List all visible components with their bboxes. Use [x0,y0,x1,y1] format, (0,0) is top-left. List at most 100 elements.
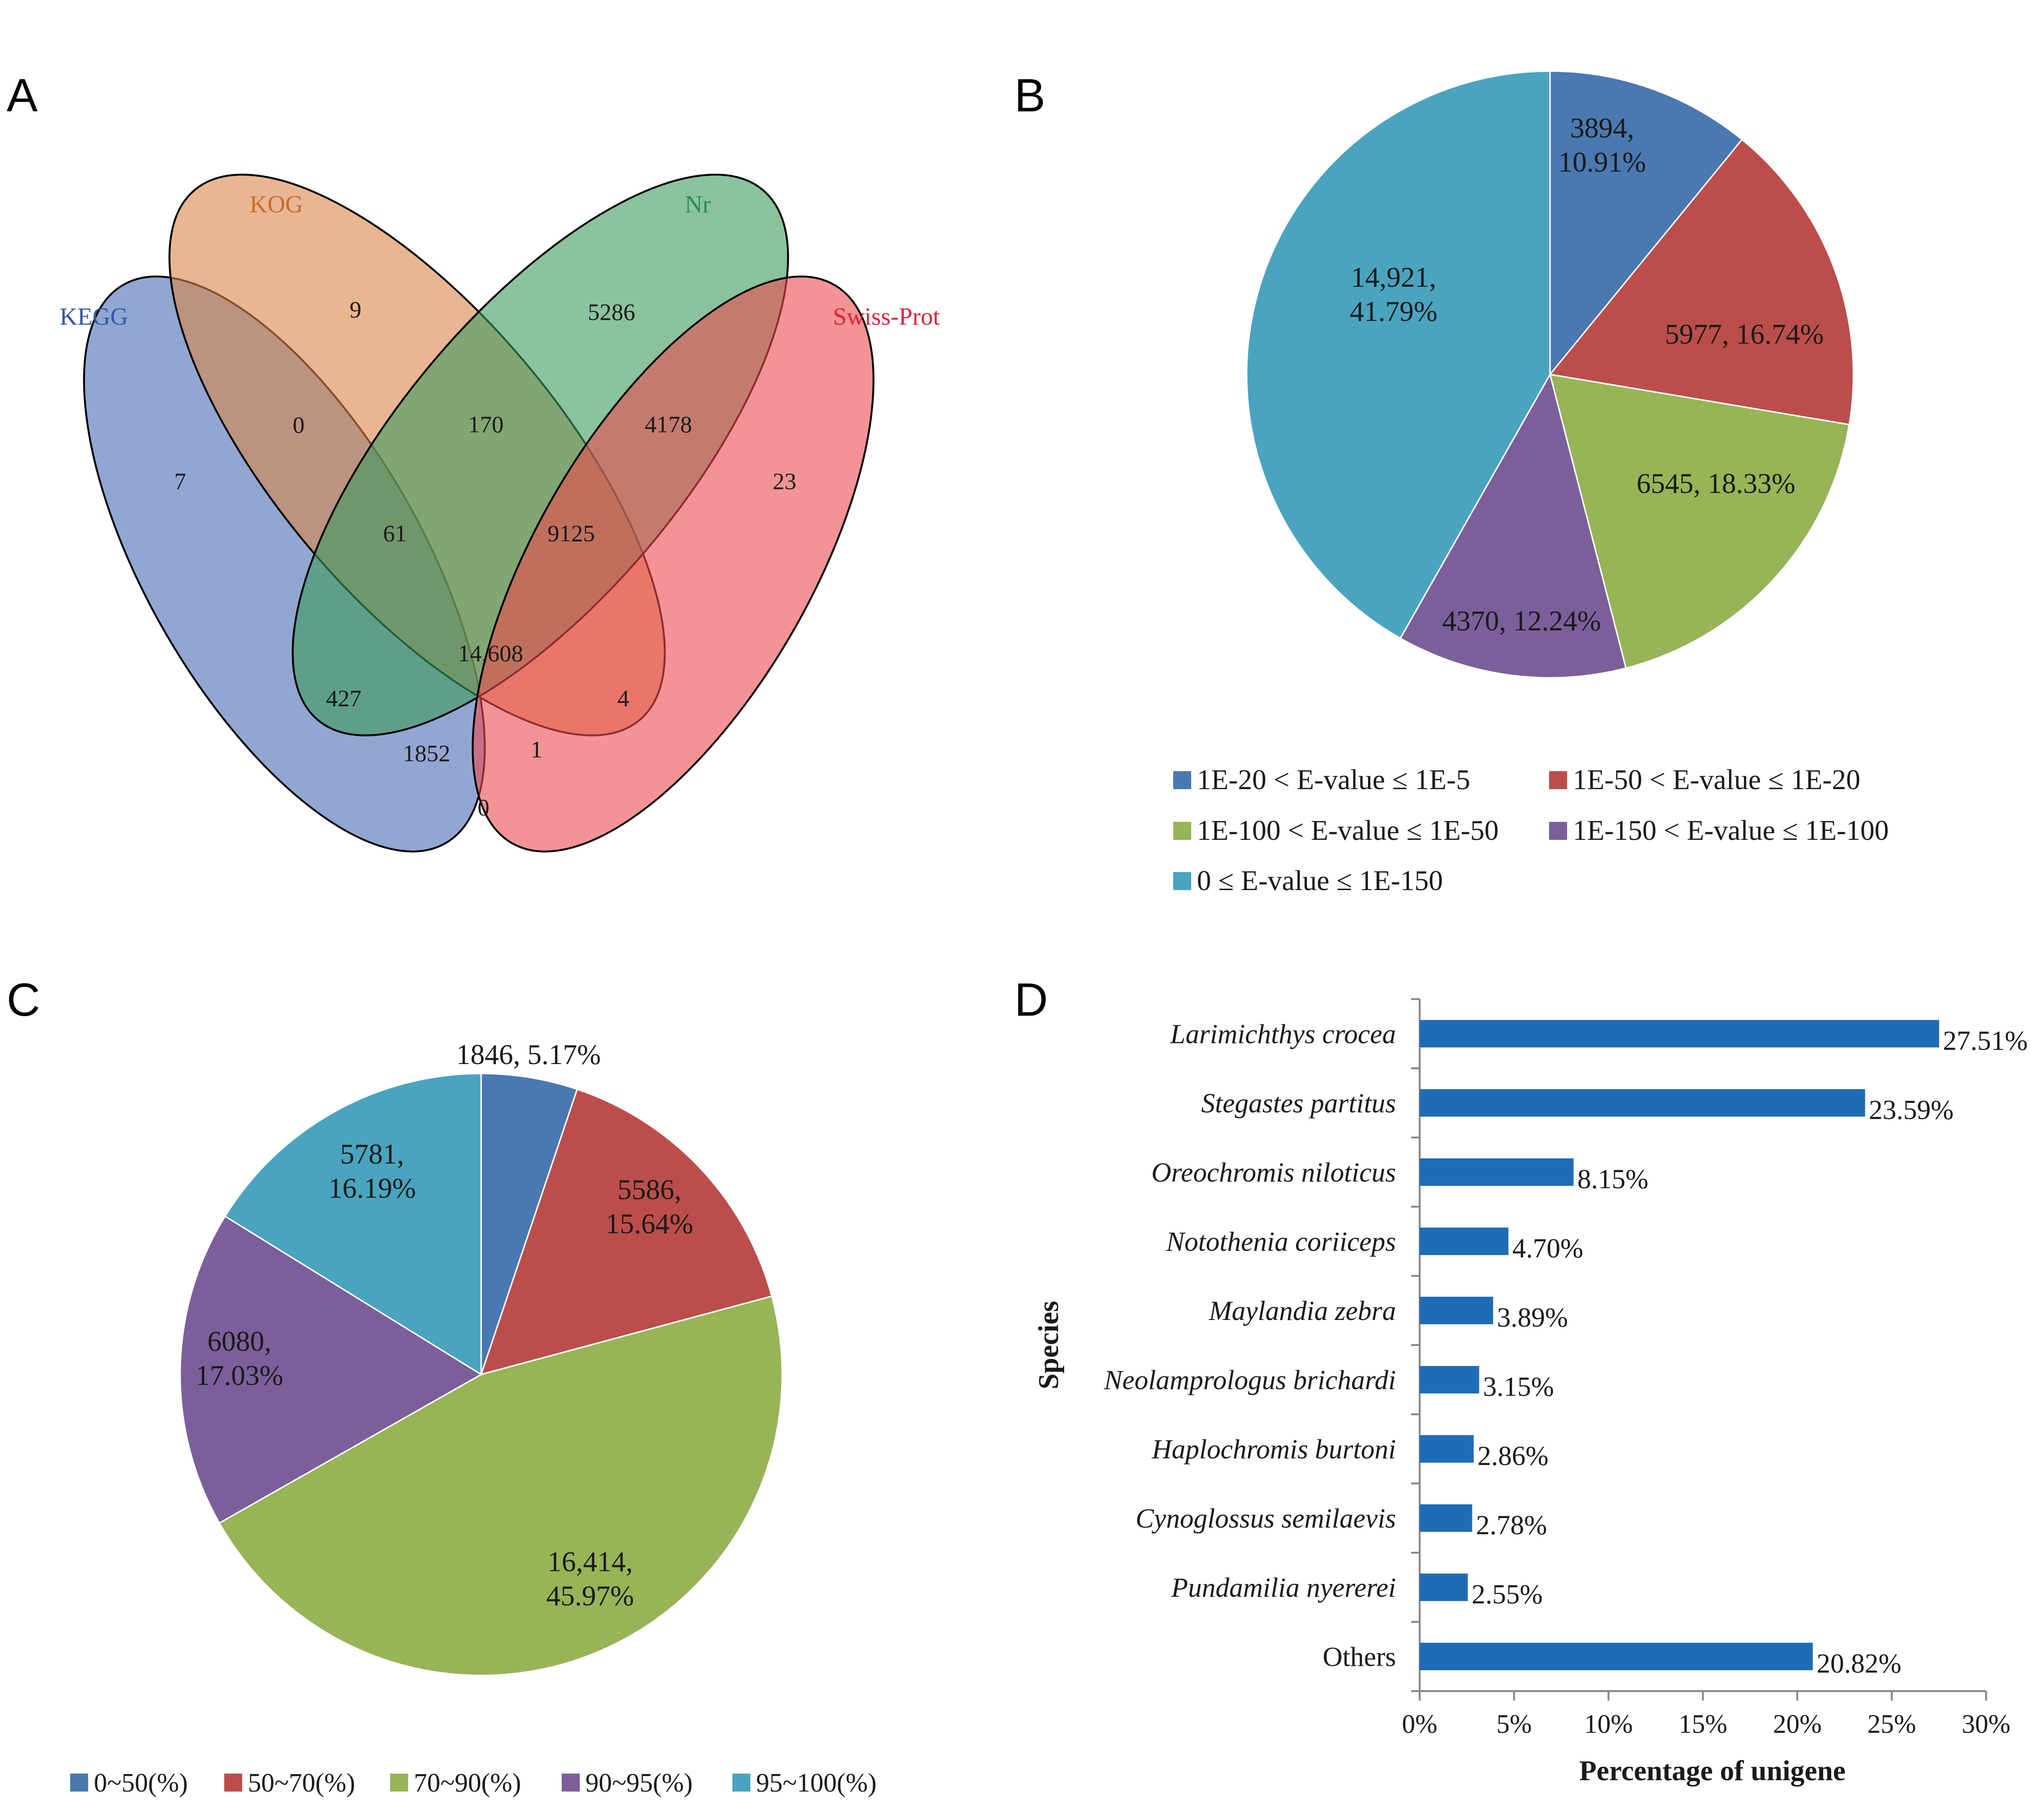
venn-region-kog-nr: 170 [468,411,504,437]
x-tick-label: 25% [1868,1710,1916,1739]
y-tick-label: Stegastes partitus [1201,1088,1396,1119]
legend-swatch [1173,771,1191,789]
pie-data-label: 1846, 5.17% [456,1039,601,1070]
bar-data-label: 8.15% [1578,1164,1649,1194]
pie-data-label: 4370, 12.24% [1442,605,1601,637]
pie-data-label: 41.79% [1350,296,1438,327]
legend-swatch [1173,822,1191,840]
venn-region-nr-swiss-prot: 4178 [645,411,692,437]
y-tick-label: Neolamprologus brichardi [1104,1365,1396,1395]
x-tick-label: 15% [1678,1710,1727,1739]
x-tick-label: 5% [1496,1710,1532,1739]
legend-swatch [390,1774,408,1792]
venn-set-swiss-prot [472,275,875,853]
pie-slice-95-100 [224,1073,482,1376]
legend-swatch [562,1774,580,1792]
pie-slice-90-95 [179,1215,483,1524]
bar-data-label: 23.59% [1869,1094,1954,1125]
bar-maylandia-zebra [1420,1297,1493,1324]
pie-data-label: 45.97% [547,1580,634,1611]
bar-data-label: 4.70% [1512,1233,1583,1264]
venn-region-kegg-swiss-prot: 0 [478,794,490,820]
venn-region-kegg-kog-nr-swiss-prot: 14,608 [458,640,523,666]
pie-slice-0-50 [480,1073,578,1375]
panel-label-d: D [1014,974,1048,1026]
venn-set-label-kog: KOG [250,191,303,218]
pie-data-label: 15.64% [606,1208,693,1239]
y-tick-label: Cynoglossus semilaevis [1136,1503,1396,1534]
bar-data-label: 3.15% [1483,1371,1554,1402]
y-tick-label: Oreochromis niloticus [1151,1157,1396,1188]
legend-label-1e-50-e-value-1e-20: 1E-50 < E-value ≤ 1E-20 [1573,764,1861,795]
legend-label-1e-150-e-value-1e-100: 1E-150 < E-value ≤ 1E-100 [1573,815,1889,846]
legend-label-0-e-value-1e-150: 0 ≤ E-value ≤ 1E-150 [1197,865,1443,896]
pie-slice-0-e-value-1e-150 [1246,70,1551,639]
legend-swatch [1549,822,1567,840]
legend-label-50-70: 50~70(%) [248,1768,355,1798]
bar-haplochromis-burtoni [1420,1435,1474,1463]
legend-label-1e-20-e-value-1e-5: 1E-20 < E-value ≤ 1E-5 [1197,764,1470,795]
pie-data-label: 17.03% [196,1360,283,1391]
pie-data-label: 6080, [208,1326,272,1357]
bar-data-label: 2.55% [1472,1579,1543,1610]
x-tick-label: 20% [1773,1710,1822,1739]
pie-data-label: 6545, 18.33% [1637,468,1796,499]
pie-chart-evalue: 3894,10.91% 5977, 16.74% 6545, 18.33% 4370,… [1173,70,1889,896]
legend-swatch [224,1774,242,1792]
venn-set-label-kegg: KEGG [60,303,128,330]
venn-region-kegg-kog: 0 [293,411,305,438]
legend-swatch [70,1774,88,1792]
bar-data-label: 27.51% [1943,1025,2028,1056]
bar-pundamilia-nyererei [1420,1574,1468,1601]
venn-region-kog-swiss-prot: 4 [618,685,629,711]
pie-slice-50-70 [480,1088,773,1376]
venn-set-label-swiss-prot: Swiss-Prot [833,303,940,330]
venn-region-kegg: 7 [174,468,186,494]
legend-label-90-95: 90~95(%) [585,1768,693,1798]
x-tick-label: 0% [1402,1710,1438,1739]
legend-label-0-50: 0~50(%) [94,1768,188,1798]
venn-region-kegg-kog-nr: 61 [383,520,407,546]
pie-slice-70-90 [218,1295,783,1676]
bar-oreochromis-niloticus [1420,1158,1574,1186]
x-tick-label: 10% [1584,1710,1633,1739]
bar-others [1420,1643,1813,1670]
pie-data-label: 16.19% [328,1173,416,1204]
venn-region-swiss-prot: 23 [773,468,796,494]
y-tick-label: Maylandia zebra [1208,1295,1396,1326]
pie-data-label: 5781, [340,1138,404,1170]
bar-stegastes-partitus [1420,1089,1865,1117]
venn-region-kog-nr-swiss-prot: 9125 [547,520,595,546]
venn-region-kegg-nr: 427 [326,685,362,711]
y-tick-label: Pundamilia nyererei [1171,1572,1396,1603]
pie-slice-1e-100-e-value-1e-50 [1549,373,1850,669]
venn-region-kegg-nr-swiss-prot: 1852 [403,740,450,766]
pie-data-label: 14,921, [1351,262,1436,293]
pie-data-label: 5586, [618,1174,682,1205]
venn-set-label-nr: Nr [685,191,711,218]
bar-larimichthys-crocea [1420,1020,1939,1047]
y-tick-label: Others [1323,1641,1396,1672]
venn-region-kog: 9 [350,296,362,323]
bar-data-label: 2.86% [1478,1440,1549,1471]
bar-notothenia-coriiceps [1420,1228,1509,1255]
pie-data-label: 5977, 16.74% [1665,318,1824,350]
pie-slice-1e-150-e-value-1e-100 [1399,373,1627,679]
y-tick-label: Notothenia coriiceps [1166,1226,1396,1257]
bar-neolamprologus-brichardi [1420,1366,1479,1393]
panel-label-a: A [7,69,38,121]
y-tick-label: Larimichthys crocea [1170,1019,1396,1049]
y-tick-label: Haplochromis burtoni [1151,1434,1396,1465]
legend-swatch [1549,771,1567,789]
bar-data-label: 3.89% [1497,1302,1568,1333]
legend-label-70-90: 70~90(%) [414,1768,521,1798]
pie-slice-1e-20-e-value-1e-5 [1549,70,1743,377]
legend-swatch [732,1774,750,1792]
pie-data-label: 3894, [1570,112,1634,144]
legend-label-95-100: 95~100(%) [756,1768,876,1798]
pie-data-label: 10.91% [1559,146,1646,178]
venn-region-nr: 5286 [588,299,635,325]
y-axis-title: Species [1033,1301,1064,1390]
panel-label-b: B [1014,69,1046,121]
bar-data-label: 2.78% [1476,1510,1547,1540]
